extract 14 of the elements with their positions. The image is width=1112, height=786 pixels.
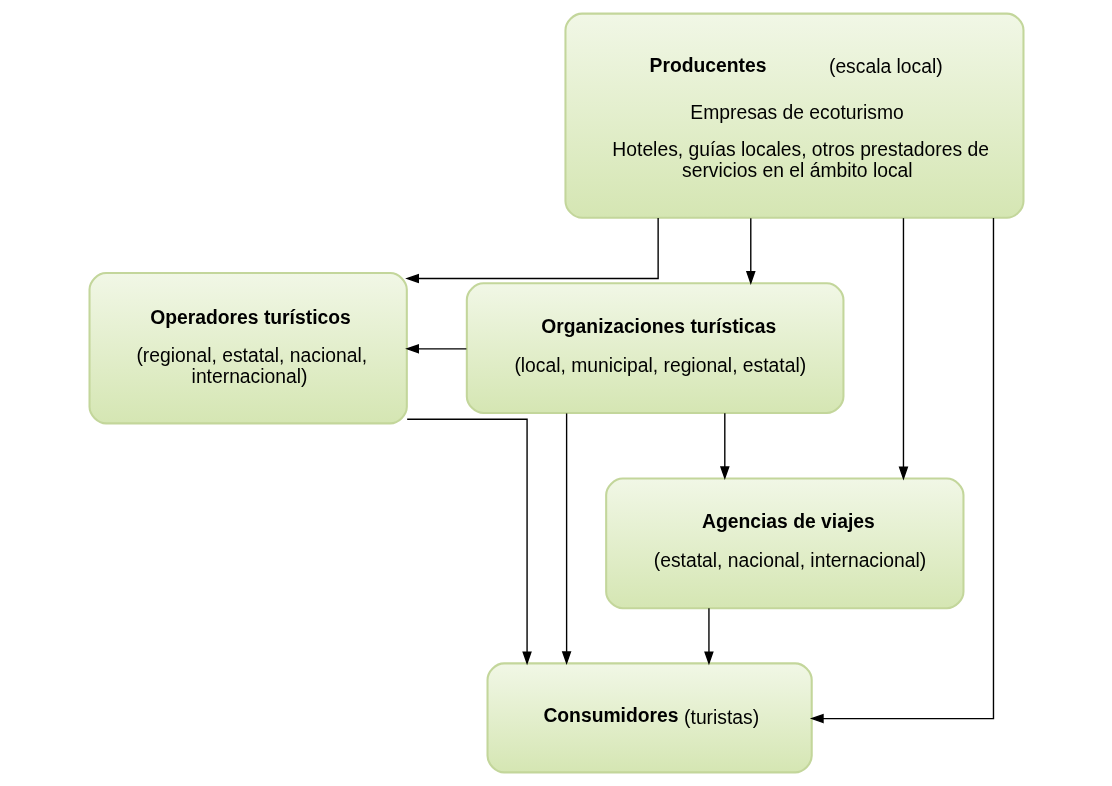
arrow bbox=[745, 217, 756, 285]
arrow bbox=[404, 344, 467, 354]
node-box: Agencias de viajes (estatal, nacional, internacional) bbox=[604, 477, 964, 610]
arrow bbox=[561, 412, 571, 666]
arrow bbox=[404, 217, 659, 284]
arrow bbox=[719, 412, 730, 481]
arrow bbox=[898, 217, 908, 481]
arrow bbox=[809, 217, 994, 724]
node-box: Consumidores (turistas) bbox=[486, 662, 813, 774]
node-box: Producentes (escala local) Empresas de ecoturismo Hoteles, guías locales, otros prestadores de servicios en el ámbito local bbox=[563, 12, 1024, 219]
node-box: Operadores turísticos (regional, estatal, nacional, internacional) bbox=[88, 271, 408, 425]
node-box: Organizaciones turísticas (local, municipal, regional, estatal) bbox=[465, 282, 844, 415]
arrow bbox=[406, 418, 532, 666]
arrow bbox=[703, 607, 714, 666]
